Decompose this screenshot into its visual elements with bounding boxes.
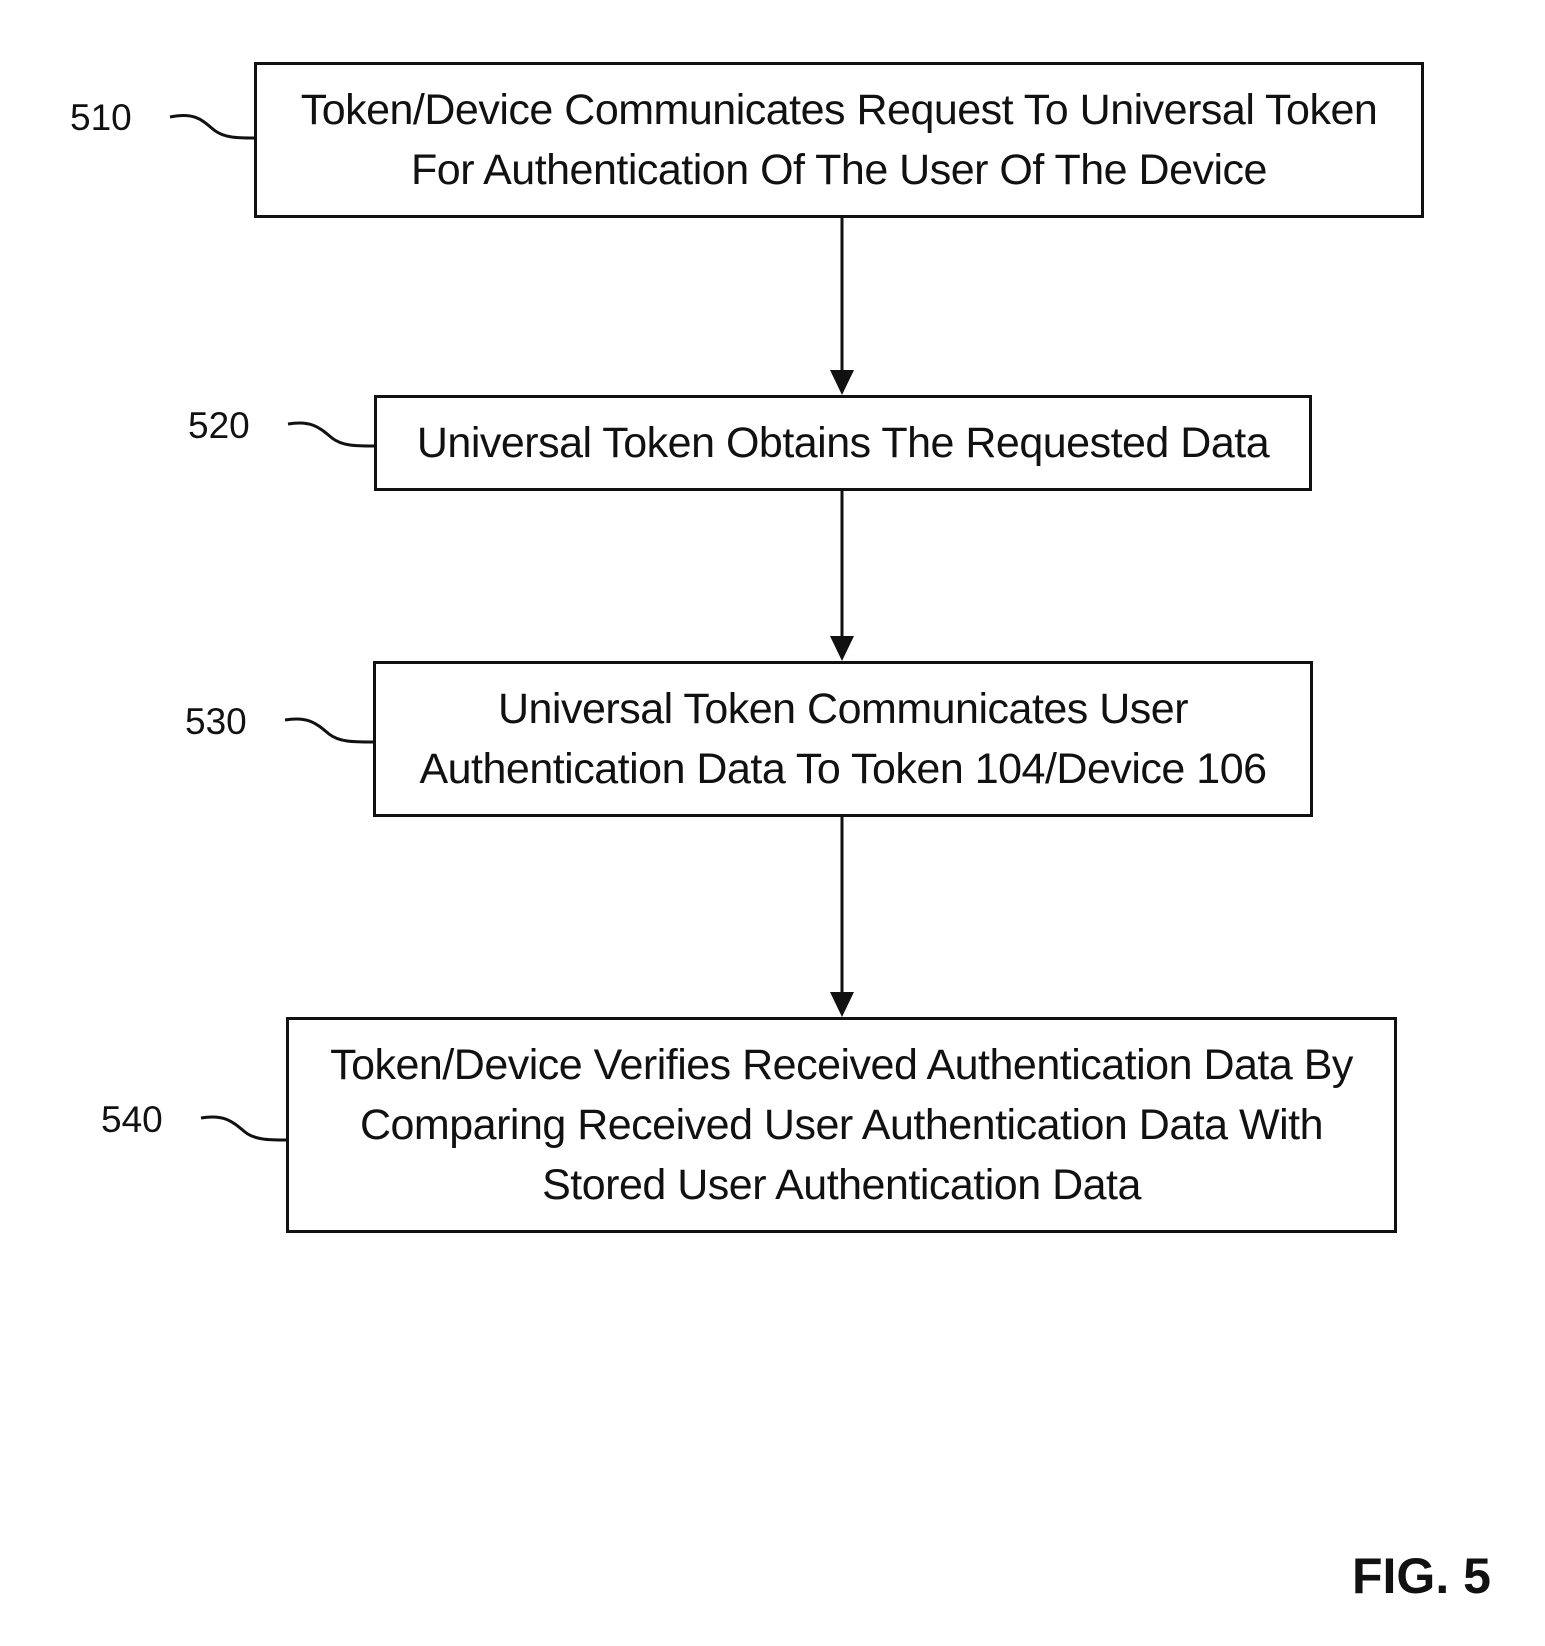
leader-line-520 [288,423,374,446]
step-box-510: Token/Device Communicates Request To Uni… [254,62,1424,218]
arrowhead-520-to-530 [830,636,854,661]
leader-line-540 [201,1117,286,1140]
arrowhead-530-to-540 [830,992,854,1017]
step-text-line: Comparing Received User Authentication D… [360,1095,1323,1155]
ref-label-510: 510 [70,98,132,138]
step-text-line: Universal Token Obtains The Requested Da… [417,413,1269,473]
step-text-line: Token/Device Communicates Request To Uni… [301,80,1378,140]
figure-label: FIG. 5 [1352,1548,1491,1604]
step-text-line: Token/Device Verifies Received Authentic… [330,1035,1353,1095]
ref-label-520: 520 [188,406,250,446]
step-text-line: Authentication Data To Token 104/Device … [419,739,1266,799]
ref-label-530: 530 [185,702,247,742]
step-text-line: For Authentication Of The User Of The De… [411,140,1267,200]
step-text-line: Stored User Authentication Data [542,1155,1141,1215]
step-box-530: Universal Token Communicates User Authen… [373,661,1313,817]
leader-line-530 [285,719,373,742]
step-text-line: Universal Token Communicates User [498,679,1188,739]
step-box-540: Token/Device Verifies Received Authentic… [286,1017,1397,1233]
step-box-520: Universal Token Obtains The Requested Da… [374,395,1312,491]
leader-line-510 [170,115,254,138]
arrowhead-510-to-520 [830,370,854,395]
ref-label-540: 540 [101,1100,163,1140]
